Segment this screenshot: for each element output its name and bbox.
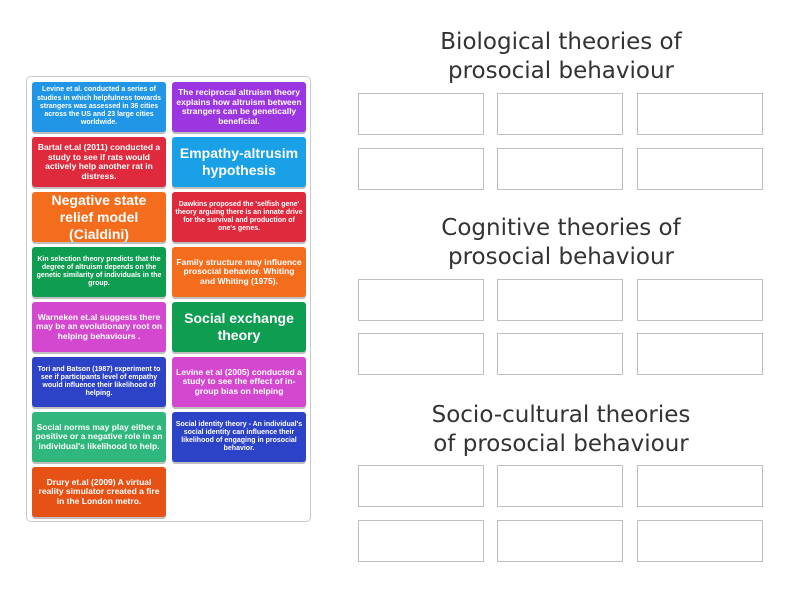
card-text: Social norms may play either a positive … xyxy=(35,421,163,451)
card-text: Kin selection theory predicts that the d… xyxy=(36,255,162,288)
card-text: The reciprocal altruism theory explains … xyxy=(176,87,302,126)
card-text: Empathy-altrusim hypothesis xyxy=(179,145,299,178)
card-social-exchange[interactable]: Social exchange theory xyxy=(172,302,306,352)
group-title-line: of prosocial behaviour xyxy=(433,431,689,457)
group-title-line: prosocial behaviour xyxy=(447,58,675,84)
drop-slot[interactable] xyxy=(637,148,763,190)
drop-slot[interactable] xyxy=(358,279,484,321)
group-title-line: prosocial behaviour xyxy=(447,244,675,270)
drop-slot[interactable] xyxy=(637,93,763,135)
card-social-norms[interactable]: Social norms may play either a positive … xyxy=(32,412,166,462)
drop-slot[interactable] xyxy=(497,465,623,507)
card-levine-ingroup[interactable]: Levine et al (2005) conducted a study to… xyxy=(172,357,306,407)
card-text: Negative state relief model (Cialdini) xyxy=(51,192,147,242)
drop-slot[interactable] xyxy=(637,333,763,375)
group-title-line: Cognitive theories of xyxy=(441,215,681,241)
card-text: Social exchange theory xyxy=(184,310,294,343)
card-dawkins-selfish-gene[interactable]: Dawkins proposed the 'selfish gene' theo… xyxy=(172,192,306,242)
card-family-structure[interactable]: Family structure may influence prosocial… xyxy=(172,247,306,297)
drop-slot[interactable] xyxy=(497,520,623,562)
card-tori-batson[interactable]: Tori and Batson (1987) experiment to see… xyxy=(32,357,166,407)
card-text: Drury et.al (2009) A virtual reality sim… xyxy=(38,476,160,506)
card-negative-state-relief[interactable]: Negative state relief model (Cialdini) xyxy=(32,192,166,242)
card-text: Levine et al (2005) conducted a study to… xyxy=(176,366,302,396)
drop-slot[interactable] xyxy=(497,148,623,190)
card-levine-cities[interactable]: Levine et al. conducted a series of stud… xyxy=(32,82,166,132)
card-social-identity[interactable]: Social identity theory - An individual's… xyxy=(172,412,306,462)
card-bank: Levine et al. conducted a series of stud… xyxy=(26,76,311,522)
drop-slot[interactable] xyxy=(358,465,484,507)
drop-slot[interactable] xyxy=(637,465,763,507)
drop-slot[interactable] xyxy=(637,279,763,321)
group-title-biological: Biological theories of prosocial behavio… xyxy=(358,28,764,86)
card-reciprocal-altruism[interactable]: The reciprocal altruism theory explains … xyxy=(172,82,306,132)
group-title-line: Biological theories of xyxy=(440,29,682,55)
card-text: Social identity theory - An individual's… xyxy=(175,420,303,453)
card-text: Levine et al. conducted a series of stud… xyxy=(36,86,162,127)
card-text: Tori and Batson (1987) experiment to see… xyxy=(37,365,161,398)
group-title-line: Socio-cultural theories xyxy=(431,402,691,428)
card-empathy-altruism[interactable]: Empathy-altrusim hypothesis xyxy=(172,137,306,187)
drop-slot[interactable] xyxy=(497,333,623,375)
card-text: Family structure may influence prosocial… xyxy=(176,256,302,286)
drop-slot[interactable] xyxy=(358,93,484,135)
drop-slot[interactable] xyxy=(358,333,484,375)
drop-slot[interactable] xyxy=(497,93,623,135)
card-text: Dawkins proposed the 'selfish gene' theo… xyxy=(175,200,303,233)
card-text: Bartal et.al (2011) conducted a study to… xyxy=(37,142,161,181)
drop-slot[interactable] xyxy=(497,279,623,321)
drop-slot[interactable] xyxy=(358,148,484,190)
card-kin-selection[interactable]: Kin selection theory predicts that the d… xyxy=(32,247,166,297)
card-drury-metro[interactable]: Drury et.al (2009) A virtual reality sim… xyxy=(32,467,166,517)
card-bartal-rats[interactable]: Bartal et.al (2011) conducted a study to… xyxy=(32,137,166,187)
card-text: Warneken et.al suggests there may be an … xyxy=(35,311,163,341)
group-title-socio-cultural: Socio-cultural theories of prosocial beh… xyxy=(358,401,764,459)
drop-slot[interactable] xyxy=(358,520,484,562)
drop-slot[interactable] xyxy=(637,520,763,562)
group-title-cognitive: Cognitive theories of prosocial behaviou… xyxy=(358,214,764,272)
card-warneken[interactable]: Warneken et.al suggests there may be an … xyxy=(32,302,166,352)
